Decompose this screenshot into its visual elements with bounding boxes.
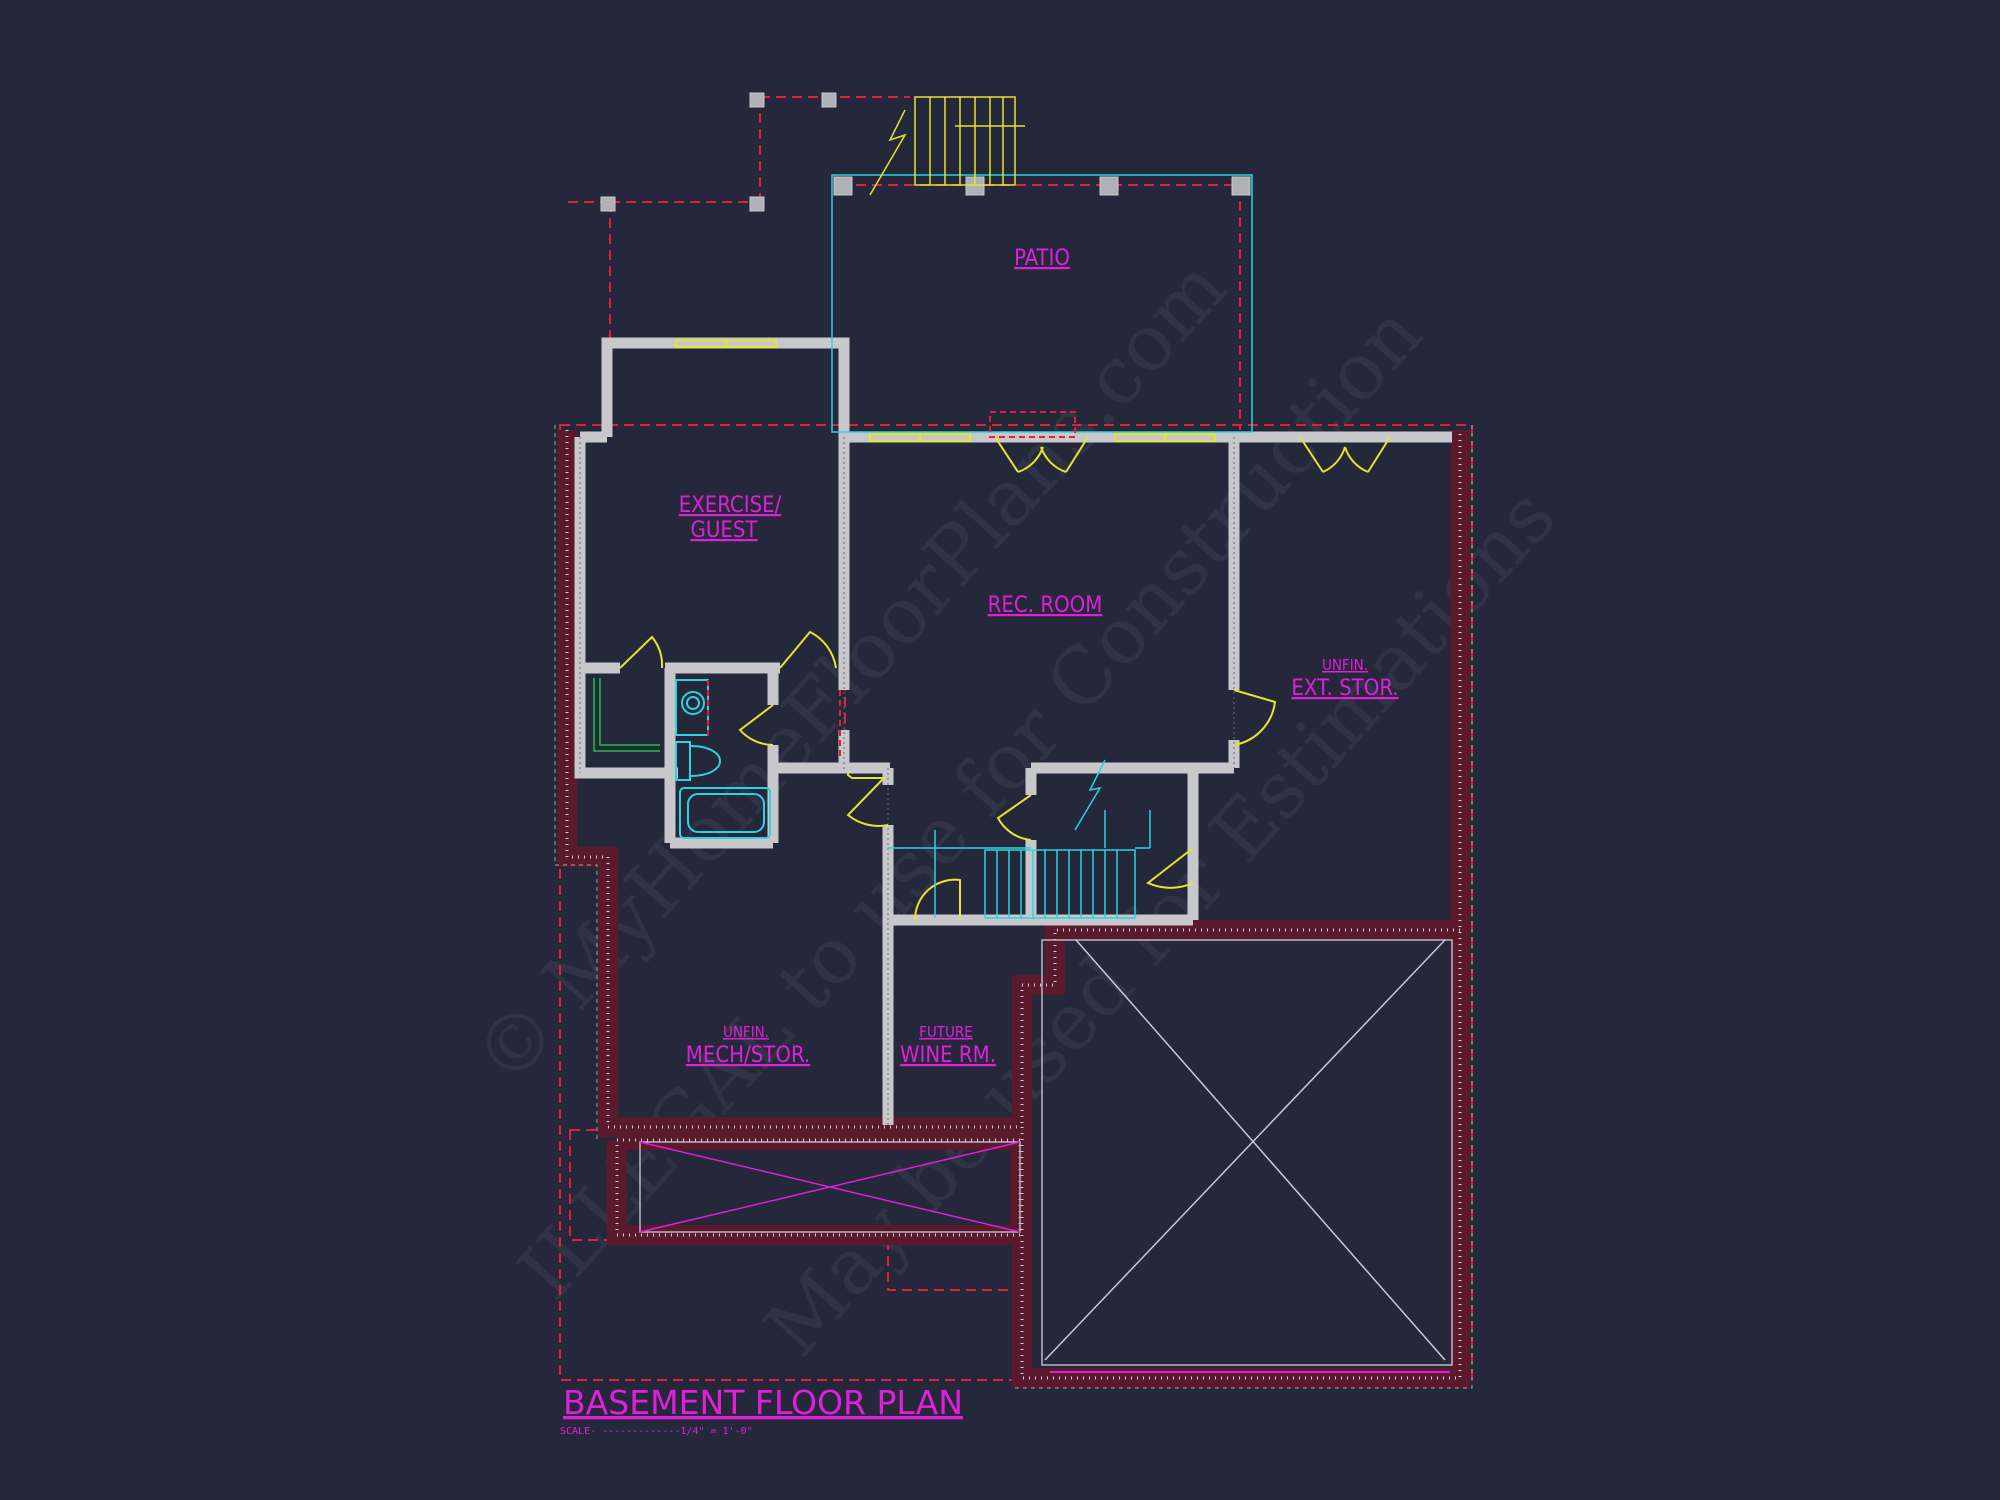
- closet-shelf: [593, 678, 660, 752]
- mech-hatch: [707, 680, 841, 760]
- room-label-ext-stor-line1: UNFIN.: [1322, 656, 1368, 674]
- foundation-walls: [554, 425, 1473, 1389]
- bath-fixtures: [675, 679, 771, 839]
- patio-posts: [600, 92, 1251, 212]
- room-label-rec-room: REC. ROOM: [988, 593, 1103, 618]
- windows: [675, 339, 1216, 442]
- room-label-mech-line2: MECH/STOR.: [686, 1043, 810, 1068]
- room-label-patio: PATIO: [1014, 246, 1070, 271]
- wall-hatching: [579, 437, 1235, 1125]
- room-labels: PATIO EXERCISE/ GUEST REC. ROOM UNFIN. E…: [679, 246, 1399, 1068]
- title-block: BASEMENT FLOOR PLAN SCALE- -------------…: [560, 1383, 963, 1437]
- garage-slab: [1041, 939, 1453, 1373]
- room-label-mech-line1: UNFIN.: [723, 1023, 769, 1041]
- doors: [619, 411, 1391, 921]
- crawl-space: [639, 1141, 1021, 1233]
- room-label-ext-stor-line2: EXT. STOR.: [1291, 676, 1398, 701]
- room-label-wine-line2: WINE RM.: [900, 1043, 996, 1068]
- room-label-exercise-line2: GUEST: [691, 518, 759, 543]
- room-label-exercise-line1: EXERCISE/: [679, 493, 782, 518]
- basement-stairs: [888, 759, 1151, 919]
- patio: [600, 92, 1253, 433]
- plan-scale: SCALE- -------------1/4" = 1'-0": [560, 1426, 753, 1437]
- patio-stairs: [869, 96, 1025, 196]
- room-label-wine-line1: FUTURE: [919, 1023, 973, 1041]
- plan-title: BASEMENT FLOOR PLAN: [563, 1383, 963, 1422]
